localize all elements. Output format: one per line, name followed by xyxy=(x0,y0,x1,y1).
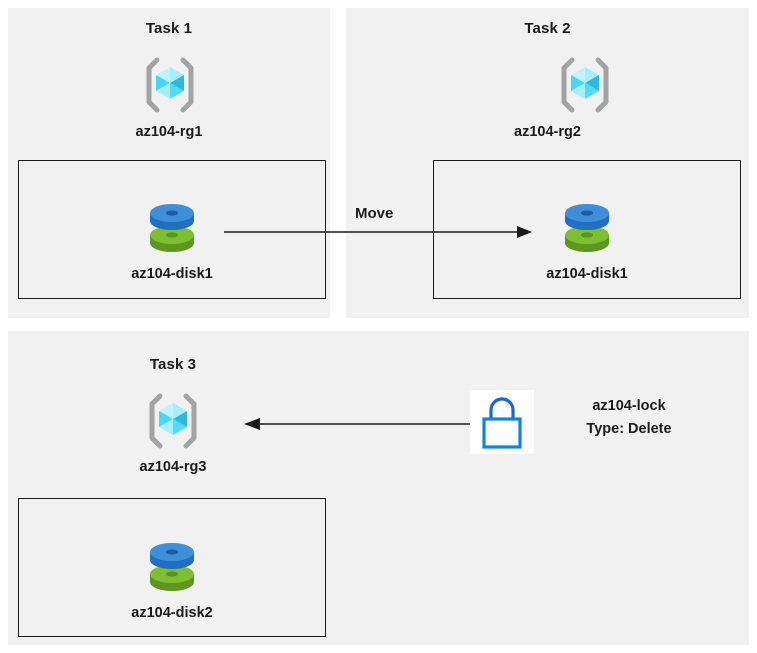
move-arrow-label: Move xyxy=(355,205,394,222)
arrow-left-icon xyxy=(244,414,470,434)
resource-label: az104-disk2 xyxy=(131,605,213,621)
managed-disk-icon xyxy=(144,538,200,594)
task2-panel xyxy=(346,8,749,318)
task1-resource-box xyxy=(18,160,326,299)
resource-group-label: az104-rg3 xyxy=(139,459,207,475)
lock-icon xyxy=(470,390,534,454)
resource-group-cube-icon xyxy=(144,392,202,450)
task3-panel xyxy=(8,331,749,645)
resource-group-cube-icon xyxy=(141,56,199,114)
managed-disk-icon xyxy=(144,199,200,255)
task1-title: Task 1 xyxy=(145,20,193,37)
task2-resource-box xyxy=(433,160,741,299)
lock-type-label: Type: Delete xyxy=(586,421,672,437)
managed-disk-icon xyxy=(559,199,615,255)
resource-label: az104-disk1 xyxy=(546,266,628,282)
lock-name-label: az104-lock xyxy=(592,398,666,414)
resource-group-label: az104-rg1 xyxy=(135,124,203,140)
task3-title: Task 3 xyxy=(149,356,197,373)
arrow-right-icon xyxy=(224,222,534,242)
task3-resource-box xyxy=(18,498,326,637)
task2-title: Task 2 xyxy=(524,20,571,37)
resource-label: az104-disk1 xyxy=(131,266,213,282)
resource-group-label: az104-rg2 xyxy=(514,124,581,140)
task1-panel xyxy=(8,8,330,318)
resource-group-cube-icon xyxy=(556,56,614,114)
